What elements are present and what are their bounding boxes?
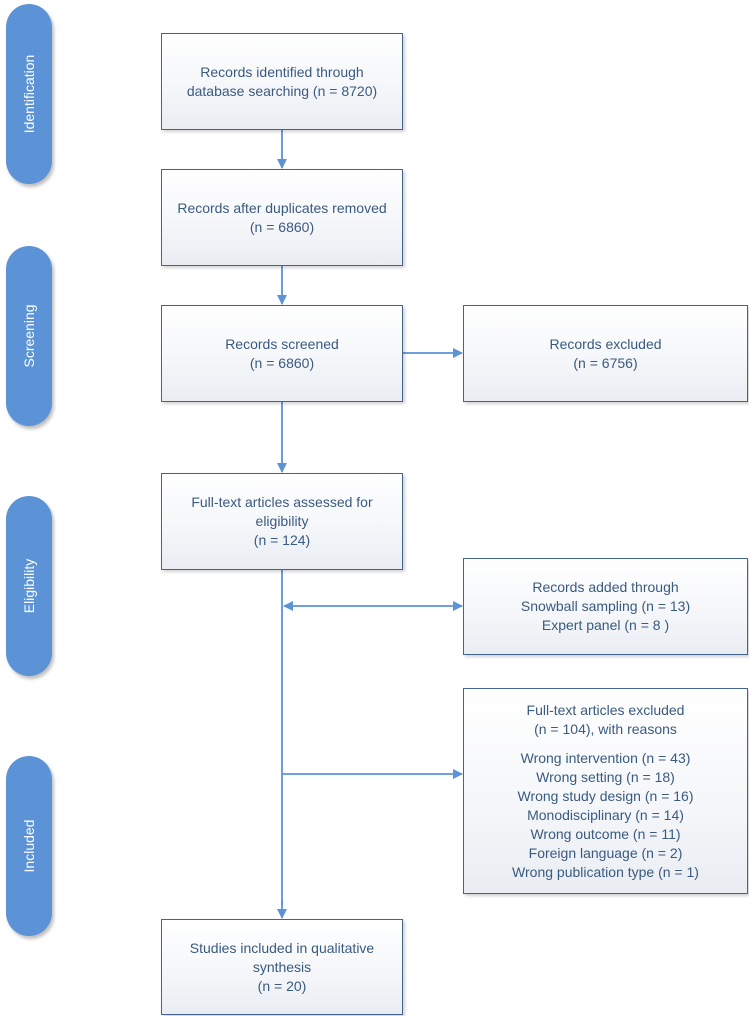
- box-text-line: (n = 124): [253, 532, 311, 548]
- box-text-line: synthesis: [252, 958, 312, 975]
- stage-included: Included: [6, 756, 52, 936]
- box-text-line: Full-text articles assessed for: [191, 494, 373, 510]
- box-text-line: eligibility: [255, 513, 309, 529]
- box-text-line: Studies included in qualitative: [189, 939, 375, 956]
- box-text-line: Records screened: [225, 335, 339, 352]
- box-text-line: (n = 6860): [249, 218, 315, 235]
- box-text-line: database searching (n = 8720): [186, 82, 378, 99]
- exclusion-reason: Wrong study design (n = 16): [517, 787, 694, 804]
- exclusion-reason: Wrong outcome (n = 11): [530, 825, 681, 842]
- stage-eligibility: Eligibility: [6, 496, 52, 676]
- box-text-line: Records after duplicates removed: [177, 199, 387, 216]
- exclusion-reason: Wrong intervention (n = 43): [520, 749, 691, 766]
- duplicates-removed-box: Records after duplicates removed (n = 68…: [161, 169, 403, 266]
- exclusion-reason: Foreign language (n = 2): [528, 844, 683, 861]
- studies-included-box: Studies included in qualitative synthesi…: [161, 919, 403, 1015]
- box-text-line: (n = 6860): [249, 354, 315, 371]
- records-identified-box: Records identified through database sear…: [161, 33, 403, 130]
- box-text-line: Records added through: [532, 579, 679, 595]
- box-text-line: Snowball sampling (n = 13): [520, 598, 691, 614]
- exclusion-reason: Monodisciplinary (n = 14): [527, 806, 684, 823]
- records-screened-box: Records screened (n = 6860): [161, 305, 403, 402]
- fulltext-excluded-box: Full-text articles excluded (n = 104), w…: [463, 688, 748, 894]
- box-text-line: Records excluded: [549, 335, 662, 352]
- box-text-line: (n = 6756): [573, 354, 638, 371]
- fulltext-assessed-box: Full-text articles assessed for eligibil…: [161, 473, 403, 570]
- box-text-line: Full-text articles excluded: [526, 701, 685, 718]
- stage-screening: Screening: [6, 246, 52, 426]
- records-excluded-box: Records excluded (n = 6756): [463, 305, 748, 402]
- exclusion-reason: Wrong setting (n = 18): [536, 768, 675, 785]
- box-text-line: (n = 104), with reasons: [534, 720, 677, 737]
- box-text-line: Expert panel (n = 8 ): [541, 617, 670, 633]
- stage-identification: Identification: [6, 4, 52, 184]
- records-added-box: Records added through Snowball sampling …: [463, 558, 748, 655]
- box-text-line: (n = 20): [257, 977, 307, 994]
- box-text-line: Records identified through: [200, 63, 364, 80]
- exclusion-reason: Wrong publication type (n = 1): [512, 863, 699, 880]
